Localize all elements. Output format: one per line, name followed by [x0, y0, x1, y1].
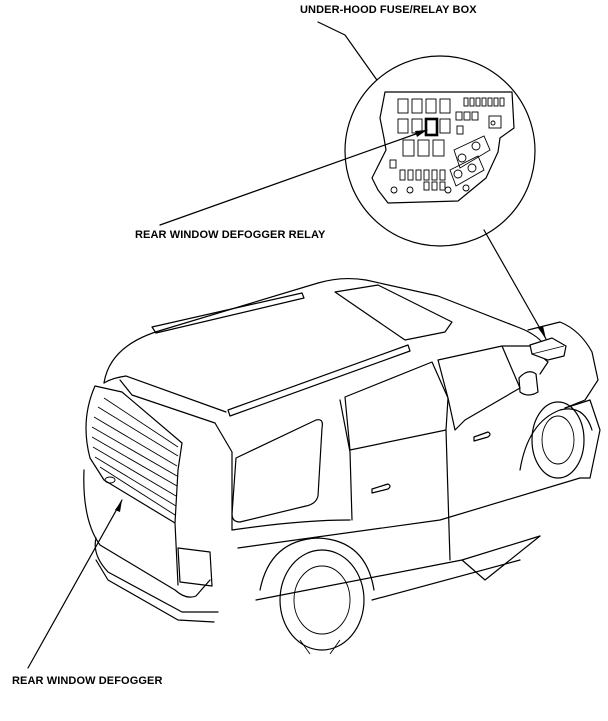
defogger-label: REAR WINDOW DEFOGGER [12, 675, 163, 687]
suv-vehicle-icon [83, 277, 601, 655]
fusebox-leader-arrow [317, 21, 385, 91]
circle-to-hood-leader [483, 229, 547, 340]
relay-leader-arrow [159, 129, 428, 226]
defogger-leader-arrow [27, 499, 123, 669]
fuse-relay-box-icon [344, 55, 536, 247]
fuse-box-label: UNDER-HOOD FUSE/RELAY BOX [300, 4, 477, 16]
relay-label: REAR WINDOW DEFOGGER RELAY [135, 229, 326, 241]
